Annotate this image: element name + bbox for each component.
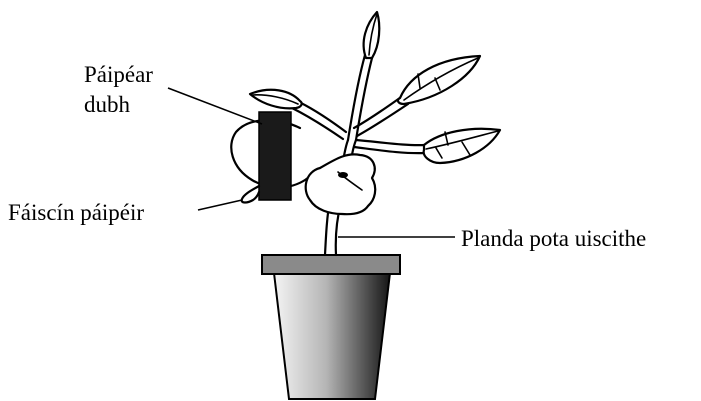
pot-rim	[262, 255, 400, 274]
flower-pot	[262, 255, 400, 399]
leader-black-paper	[168, 88, 262, 124]
label-black-paper-line1: Páipéar	[84, 62, 153, 87]
pot-body	[274, 273, 390, 399]
paper-clip	[242, 186, 259, 203]
label-watered-potted-plant: Planda pota uiscithe	[461, 226, 646, 251]
black-paper	[259, 112, 291, 200]
label-paper-clip: Fáiscín páipéir	[8, 200, 144, 225]
leaf-upper-left	[250, 90, 302, 109]
leaf-front	[306, 154, 376, 214]
leader-paper-clip	[198, 200, 242, 210]
label-black-paper-line2: dubh	[84, 92, 131, 117]
